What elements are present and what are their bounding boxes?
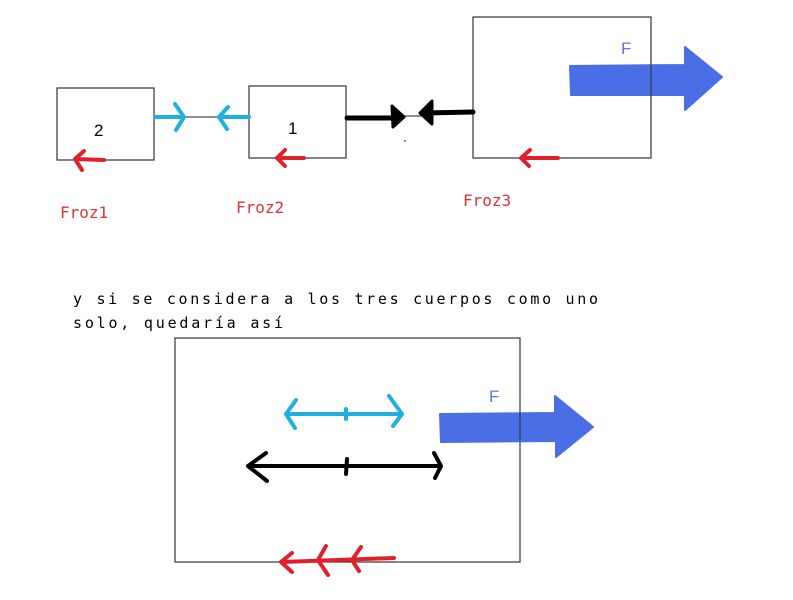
- friction-label-1: Froz1: [60, 203, 108, 222]
- applied-force-arrow-bottom: F: [439, 387, 594, 458]
- block-1: 1: [248, 85, 347, 159]
- note-line-2: solo, quedaría así: [73, 314, 283, 332]
- black-internal-arrows: [246, 451, 443, 483]
- combined-block: [174, 337, 521, 563]
- friction-label-3: Froz3: [463, 191, 511, 210]
- force-label-top: F: [621, 39, 631, 58]
- friction-arrows-bottom: [279, 544, 396, 577]
- force-label-bottom: F: [489, 387, 499, 406]
- block-1-label: 1: [288, 119, 297, 138]
- block-2: 2: [56, 87, 155, 161]
- cyan-tension-arrows: [153, 102, 251, 132]
- note-line-1: y si se considera a los tres cuerpos com…: [73, 290, 598, 308]
- cyan-internal-arrows: [284, 394, 404, 430]
- friction-label-2: Froz2: [236, 198, 284, 217]
- block-2-label: 2: [94, 121, 103, 140]
- friction-arrows-top: [73, 148, 560, 172]
- applied-force-arrow-top: F: [569, 39, 723, 111]
- black-tension-arrows: [344, 99, 476, 142]
